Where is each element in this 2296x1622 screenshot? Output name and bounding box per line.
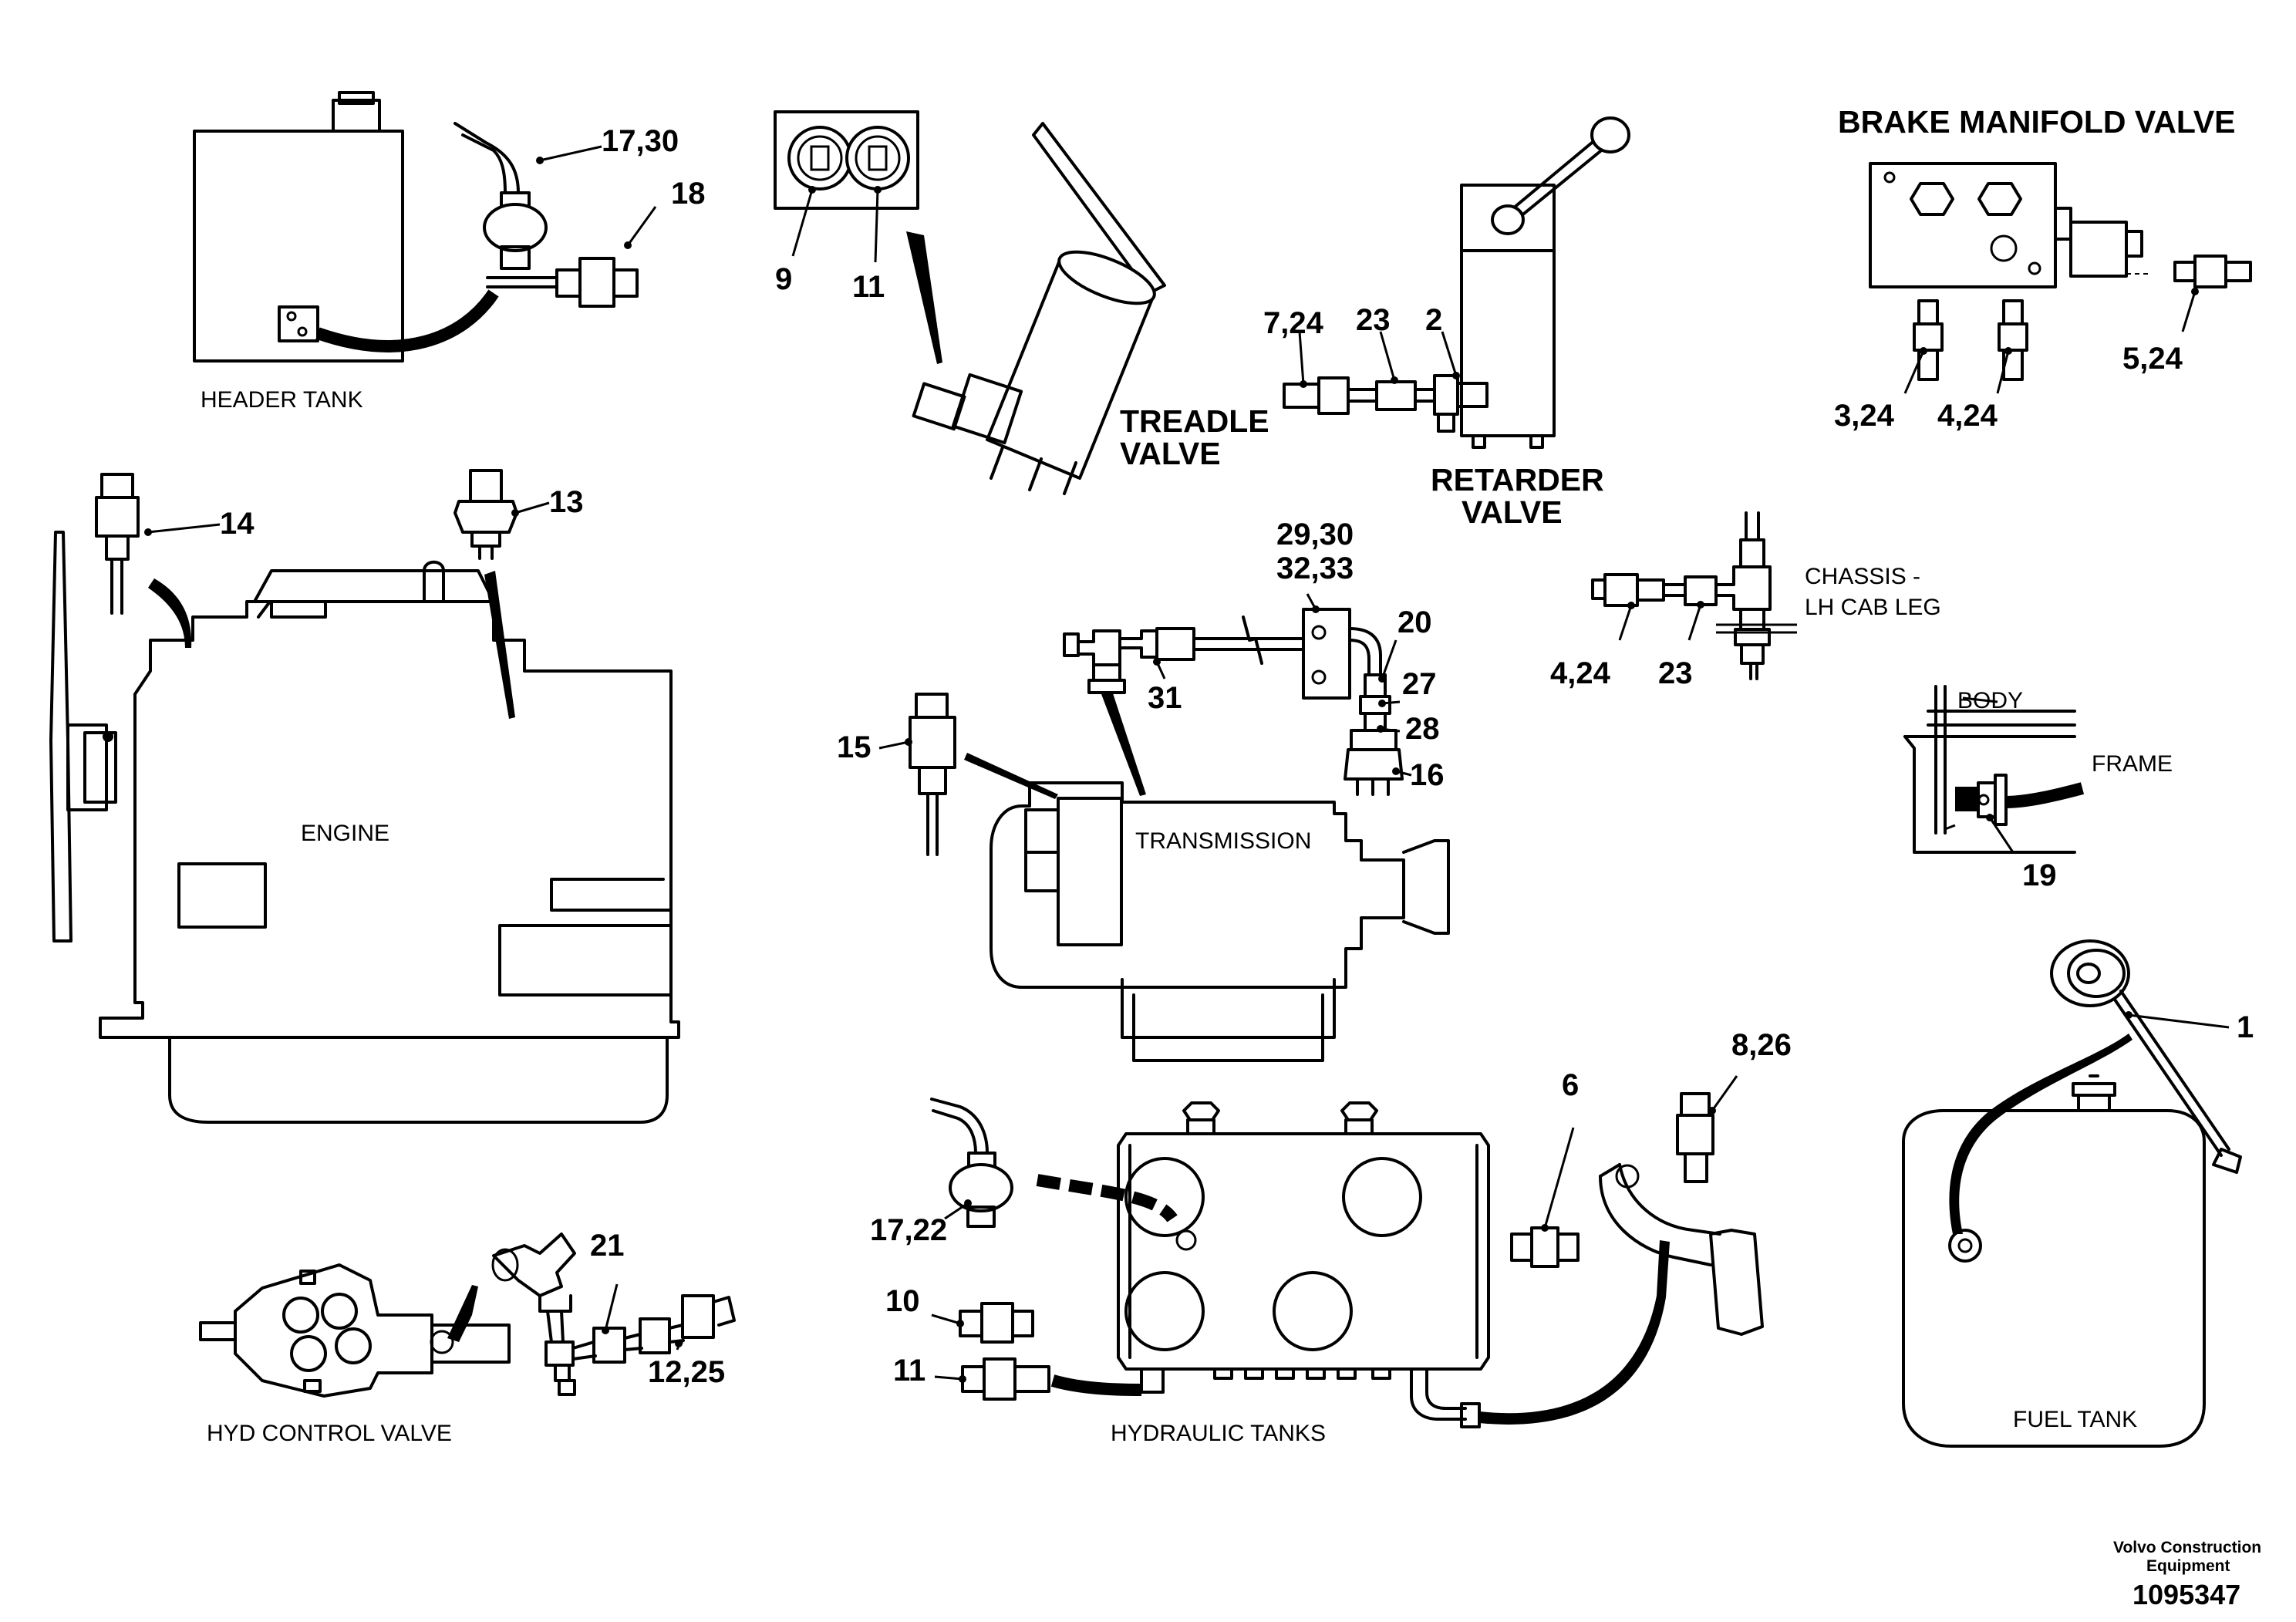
caption-frame: FRAME bbox=[2092, 751, 2173, 777]
caption-brake-manifold: BRAKE MANIFOLD VALVE bbox=[1838, 104, 2236, 140]
hyd-control-valve-group bbox=[199, 1233, 736, 1398]
caption-hydraulic-tanks: HYDRAULIC TANKS bbox=[1111, 1421, 1326, 1446]
engine-panel bbox=[177, 862, 267, 929]
retarder-body bbox=[1460, 249, 1556, 437]
caption-header-tank: HEADER TANK bbox=[201, 387, 363, 413]
treadle-connector bbox=[774, 110, 919, 210]
caption-engine: ENGINE bbox=[301, 821, 389, 846]
transmission-body bbox=[990, 781, 1405, 989]
callout-18: 18 bbox=[671, 177, 706, 211]
fuel-tank-group bbox=[1902, 939, 2242, 1448]
callout-23-retarder: 23 bbox=[1356, 303, 1391, 337]
transmission-group bbox=[878, 593, 1450, 1062]
caption-retarder-2: VALVE bbox=[1462, 494, 1563, 530]
callout-13: 13 bbox=[549, 485, 584, 519]
brake-manifold-group bbox=[1869, 162, 2252, 394]
caption-hyd-control-valve: HYD CONTROL VALVE bbox=[207, 1421, 452, 1446]
callout-19: 19 bbox=[2022, 858, 2057, 892]
callout-11-treadle: 11 bbox=[852, 270, 885, 304]
callout-17-22: 17,22 bbox=[870, 1213, 947, 1247]
footer-drawing-number: 1095347 bbox=[2132, 1579, 2240, 1610]
callout-5-24: 5,24 bbox=[2122, 342, 2183, 376]
callout-9: 9 bbox=[775, 262, 792, 296]
caption-treadle-1: TREADLE bbox=[1120, 403, 1269, 439]
header-tank-port bbox=[278, 305, 319, 342]
callout-12-25: 12,25 bbox=[648, 1355, 725, 1389]
hydraulic-tanks-group bbox=[930, 1075, 1764, 1428]
caption-treadle-2: VALVE bbox=[1120, 436, 1221, 471]
brake-manifold-body bbox=[1869, 162, 2057, 288]
engine-oil-pan bbox=[168, 1036, 669, 1124]
header-tank-cap-top bbox=[338, 91, 375, 105]
hyd-control-valve-body bbox=[234, 1263, 433, 1398]
callout-3-24: 3,24 bbox=[1834, 399, 1895, 433]
callout-27: 27 bbox=[1402, 667, 1437, 701]
callout-29-30: 29,30 bbox=[1276, 518, 1354, 551]
caption-fuel-tank: FUEL TANK bbox=[2013, 1407, 2137, 1432]
callout-4-24-chassis: 4,24 bbox=[1550, 656, 1611, 690]
callout-28: 28 bbox=[1405, 712, 1440, 746]
transmission-controller bbox=[1057, 797, 1123, 946]
caption-retarder-1: RETARDER bbox=[1431, 462, 1604, 497]
caption-chassis-2: LH CAB LEG bbox=[1805, 595, 1941, 620]
callout-17-30: 17,30 bbox=[602, 124, 679, 158]
caption-transmission: TRANSMISSION bbox=[1135, 828, 1311, 854]
chassis-group bbox=[1591, 511, 1797, 680]
footer-company-line2: Equipment bbox=[2146, 1557, 2230, 1575]
callout-8-26: 8,26 bbox=[1731, 1028, 1792, 1062]
callout-15: 15 bbox=[837, 730, 872, 764]
callout-21: 21 bbox=[590, 1229, 625, 1263]
engine-block bbox=[99, 600, 680, 1039]
engine-fan bbox=[49, 531, 72, 943]
header-tank-lead bbox=[315, 289, 499, 352]
hydraulic-tank-body bbox=[1117, 1132, 1490, 1371]
callout-32-33: 32,33 bbox=[1276, 551, 1354, 585]
callout-31: 31 bbox=[1148, 681, 1182, 715]
footer-company-line1: Volvo Construction bbox=[2113, 1539, 2261, 1556]
engine-group bbox=[49, 469, 680, 1124]
callout-11-hydraulic: 11 bbox=[893, 1354, 925, 1388]
callout-7-24: 7,24 bbox=[1263, 306, 1324, 340]
transmission-pan bbox=[1121, 978, 1336, 1039]
callout-14: 14 bbox=[220, 507, 255, 541]
retarder-valve-group bbox=[1283, 116, 1630, 449]
callout-4-24-manifold: 4,24 bbox=[1937, 399, 1998, 433]
treadle-valve-group bbox=[774, 110, 1166, 495]
callout-16: 16 bbox=[1410, 758, 1445, 792]
fuel-tank-body bbox=[1902, 1109, 2206, 1448]
header-tank-body bbox=[193, 130, 404, 363]
header-tank-group bbox=[193, 91, 657, 363]
callout-23-chassis: 23 bbox=[1658, 656, 1693, 690]
header-tank-cap bbox=[332, 99, 381, 133]
callout-10: 10 bbox=[885, 1284, 920, 1318]
callout-1: 1 bbox=[2237, 1010, 2254, 1044]
body-frame-group bbox=[1903, 685, 2085, 854]
caption-chassis-1: CHASSIS - bbox=[1805, 564, 1920, 589]
callout-20: 20 bbox=[1397, 605, 1432, 639]
caption-body: BODY bbox=[1957, 688, 2023, 713]
callout-2: 2 bbox=[1425, 303, 1442, 337]
callout-6: 6 bbox=[1562, 1068, 1579, 1102]
